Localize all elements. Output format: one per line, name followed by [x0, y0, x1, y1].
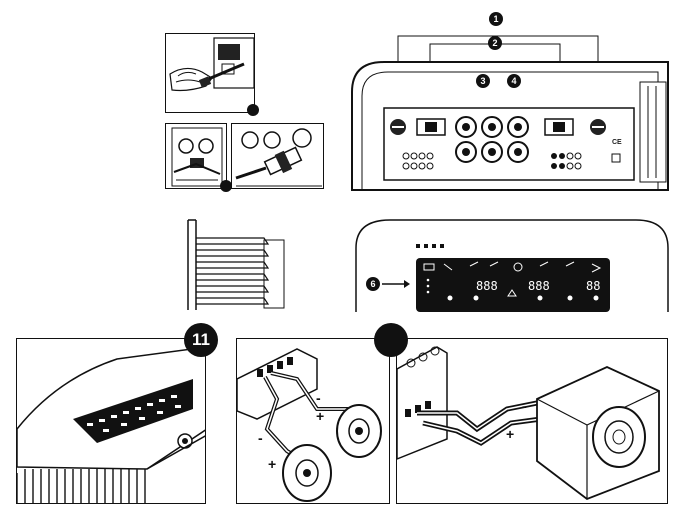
lcd-digits-right: 88	[586, 279, 600, 293]
inset-power-terminal	[231, 123, 324, 189]
polarity-plus-c: +	[506, 426, 515, 442]
panel-subwoofer-wiring	[396, 338, 668, 504]
callout-marker-terminal	[220, 180, 232, 192]
panel-amp-perspective	[16, 338, 206, 504]
callout-3: 3	[476, 74, 490, 88]
callout-dot-blank	[374, 323, 408, 357]
polarity-minus-c: -	[522, 398, 527, 414]
polarity-plus-b: +	[268, 456, 277, 472]
callout-marker-adjust	[247, 104, 259, 116]
amp-perspective-illustration	[17, 346, 205, 503]
polarity-plus-a: +	[316, 408, 325, 424]
terminal-screw-illustration	[171, 127, 223, 187]
lcd-digits-mid: 888	[528, 279, 550, 293]
polarity-minus-b: -	[258, 430, 263, 446]
callout-4: 4	[507, 74, 521, 88]
panel-two-speaker-wiring	[236, 338, 390, 504]
callout-1: 1	[489, 12, 503, 26]
subwoofer-wiring-illustration	[397, 346, 660, 501]
inset-speaker-terminal	[165, 123, 227, 189]
two-speaker-wiring-illustration	[237, 348, 382, 502]
polarity-minus-a: -	[316, 390, 321, 406]
callout-11: 11	[184, 323, 218, 357]
callout-2: 2	[488, 36, 502, 50]
callout-6: 6	[366, 277, 380, 291]
inset-screwdriver-adjust	[165, 33, 255, 113]
power-plug-illustration	[235, 128, 322, 187]
lcd-digits-left: 888	[476, 279, 498, 293]
screwdriver-illustration	[169, 37, 254, 92]
ce-mark: CE	[612, 139, 622, 146]
